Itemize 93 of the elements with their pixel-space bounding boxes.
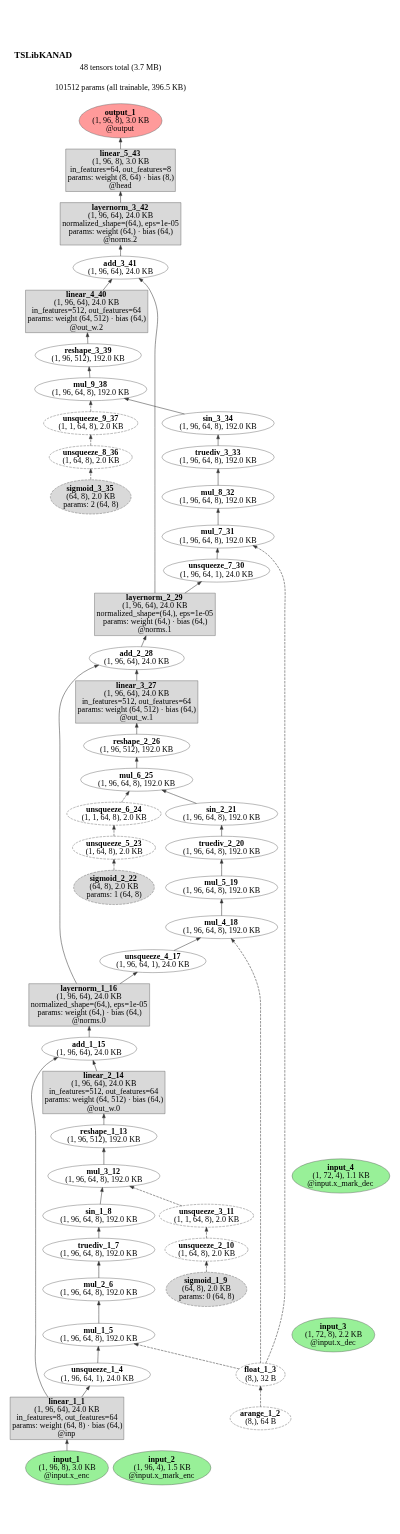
node-ellipse: mul_5_19 (1, 96, 64, 8), 192.0 KB <box>165 875 278 900</box>
arrow <box>92 1060 97 1072</box>
arrow <box>258 1385 263 1408</box>
arrow <box>102 1147 106 1165</box>
node-ellipse: input_4 (1, 72, 4), 1.1 KB @input.x_mark_dec <box>291 1158 390 1194</box>
arrow <box>97 1300 101 1324</box>
arrow <box>118 191 123 203</box>
arrow <box>135 722 139 735</box>
node-ellipse: unsqueeze_8_36 (1, 64, 8), 2.0 KB <box>49 445 133 469</box>
node-ellipse: add_3_41 (1, 96, 64), 24.0 KB <box>72 255 169 280</box>
node-ellipse: mul_4_18 (1, 96, 64, 8), 192.0 KB <box>165 915 278 939</box>
arrow <box>96 1346 100 1364</box>
node-ellipse: unsqueeze_3_11 (1, 1, 64, 8), 2.0 KB <box>159 1204 254 1228</box>
node-ellipse: sigmoid_2_22 (64, 8), 2.0 KB params: 1 (64, 8) <box>73 870 155 905</box>
arrow <box>119 971 138 984</box>
arrow <box>100 1187 104 1205</box>
node-ellipse: reshape_1_13 (1, 96, 512), 192.0 KB <box>50 1124 158 1148</box>
node-box: linear_1_1 (1, 96, 64), 24.0 KB in_features=8, out_features=64 params: weight (64, 8) · bias (64,) @inp <box>9 1396 125 1440</box>
arrow <box>81 1385 90 1398</box>
arrow <box>216 434 220 446</box>
arrow <box>112 825 116 837</box>
node-ellipse: unsqueeze_2_10 (1, 64, 8), 2.0 KB <box>164 1238 249 1262</box>
arrow <box>161 789 197 804</box>
node-box: linear_5_43 (1, 96, 8), 3.0 KB in_features=64, out_features=8 params: weight (8, 64) · bias (8,) @head <box>65 148 176 192</box>
arrow <box>215 547 220 560</box>
node-ellipse: truediv_1_7 (1, 96, 64, 8), 192.0 KB <box>42 1238 156 1262</box>
arrow <box>102 1113 106 1125</box>
node-ellipse: mul_2_6 (1, 96, 64, 8), 192.0 KB <box>42 1277 156 1302</box>
arrow <box>118 244 123 257</box>
node-ellipse: arange_1_2 (8,), 64 B <box>229 1406 292 1430</box>
arrow <box>138 278 158 594</box>
node-box: linear_3_27 (1, 96, 64), 24.0 KB in_features=512, out_features=64 params: weight (64, 512) · bias (64,) @out_w.1 <box>75 680 199 724</box>
arrow <box>87 1025 91 1038</box>
diagram-title: TSLibKANAD <box>14 49 73 60</box>
arrow <box>87 366 92 378</box>
arrow <box>97 1227 101 1239</box>
node-ellipse: input_2 (1, 96, 4), 1.5 KB @input.x_mark_enc <box>112 1450 212 1486</box>
node-box: linear_2_14 (1, 96, 64), 24.0 KB in_features=512, out_features=64 params: weight (64, 512) · bias (64,) @out_w.0 <box>42 1071 166 1114</box>
arrow <box>121 790 130 803</box>
arrow <box>219 898 224 916</box>
arrow <box>204 1227 209 1239</box>
node-ellipse: float_1_3 (8,), 32 B <box>235 1362 286 1387</box>
arrow <box>135 757 139 769</box>
arrow <box>65 1439 69 1451</box>
node-box: layernorm_1_16 (1, 96, 64), 24.0 KB normalized_shape=(64,), eps=1e-05 params: weight (64,) · bias (64,) @norms.0 <box>28 983 150 1027</box>
arrow <box>216 468 220 486</box>
arrow <box>204 1260 209 1273</box>
arrow <box>124 397 185 415</box>
arrow <box>89 468 93 480</box>
node-ellipse: unsqueeze_7_30 (1, 96, 64, 1), 24.0 KB <box>163 558 270 583</box>
node-ellipse: sigmoid_1_9 (64, 8), 2.0 KB params: 0 (64, 8) <box>165 1272 247 1307</box>
arrow <box>89 434 93 446</box>
arrow <box>118 137 123 150</box>
arrow <box>102 278 113 291</box>
arrow <box>252 545 286 1364</box>
node-ellipse: unsqueeze_4_17 (1, 96, 64, 1), 24.0 KB <box>99 949 207 973</box>
node-box: layernorm_2_29 (1, 96, 64), 24.0 KB normalized_shape=(64,), eps=1e-05 params: weight (64,) · bias (64,) @norms.1 <box>94 592 216 636</box>
node-ellipse: unsqueeze_6_24 (1, 1, 64, 8), 2.0 KB <box>66 802 162 826</box>
arrow <box>58 664 99 984</box>
arrow <box>173 937 201 951</box>
arrow <box>216 508 220 526</box>
arrow <box>219 825 224 837</box>
node-ellipse: sin_1_8 (1, 96, 64, 8), 192.0 KB <box>42 1204 156 1228</box>
arrow <box>231 938 261 1364</box>
node-ellipse: output_1 (1, 96, 8), 3.0 KB @output <box>78 103 163 139</box>
arrow <box>141 635 147 647</box>
node-ellipse: mul_8_32 (1, 96, 64, 8), 192.0 KB <box>161 485 275 509</box>
node-ellipse: reshape_2_26 (1, 96, 512), 192.0 KB <box>83 734 191 758</box>
node-ellipse: truediv_2_20 (1, 96, 64, 8), 192.0 KB <box>165 836 278 860</box>
arrow <box>135 669 139 681</box>
arrow <box>219 858 224 877</box>
arrow <box>89 400 93 412</box>
arrow <box>31 1057 59 1398</box>
label: 48 tensors total (3.7 MB) <box>79 62 162 72</box>
node-ellipse: sin_3_34 (1, 96, 64, 8), 192.0 KB <box>161 411 275 435</box>
node-ellipse: reshape_3_39 (1, 96, 512), 192.0 KB <box>34 343 142 367</box>
arrow <box>97 1260 101 1279</box>
node-ellipse: sin_2_21 (1, 96, 64, 8), 192.0 KB <box>165 802 278 826</box>
node-box: linear_4_40 (1, 96, 64), 24.0 KB in_features=512, out_features=64 params: weight (64, 512) · bias (64,) @out_w.2 <box>25 290 149 333</box>
node-ellipse: unsqueeze_9_37 (1, 1, 64, 8), 2.0 KB <box>43 411 139 435</box>
arrow <box>85 332 90 344</box>
node-ellipse: truediv_3_33 (1, 96, 64, 8), 192.0 KB <box>161 445 275 469</box>
node-ellipse: unsqueeze_1_4 (1, 96, 64, 1), 24.0 KB <box>43 1362 151 1387</box>
arrow <box>184 581 202 594</box>
node-ellipse: input_1 (1, 96, 8), 3.0 KB @input.x_enc <box>25 1450 109 1486</box>
arrow <box>112 858 116 871</box>
node-ellipse: input_3 (1, 72, 8), 2.2 KB @input.x_dec <box>291 1317 375 1353</box>
node-ellipse: unsqueeze_5_23 (1, 64, 8), 2.0 KB <box>72 836 156 860</box>
node-ellipse: sigmoid_3_35 (64, 8), 2.0 KB params: 2 (64, 8) <box>50 479 132 515</box>
arrow <box>133 1343 240 1370</box>
arrow <box>129 1185 183 1207</box>
node-box: layernorm_3_42 (1, 96, 64), 24.0 KB normalized_shape=(64,), eps=1e-05 params: weight (64,) · bias (64,) @norms.2 <box>59 202 182 246</box>
label: 101512 params (all trainable, 396.5 KB) <box>55 82 186 92</box>
